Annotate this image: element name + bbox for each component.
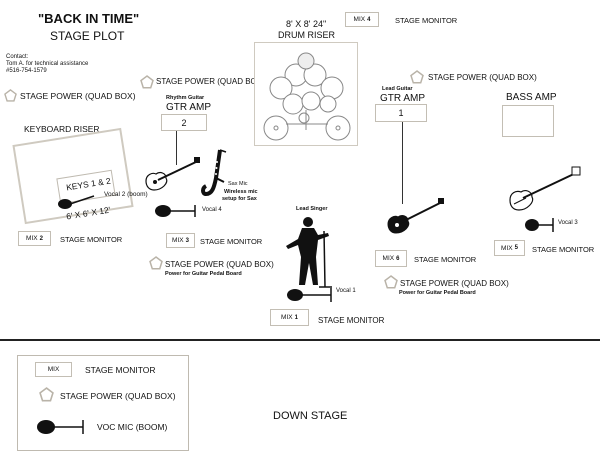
down-stage-label: DOWN STAGE	[273, 410, 348, 422]
sax-note-line2: setup for Sax	[222, 196, 257, 202]
stage-monitor-label: STAGE MONITOR	[414, 255, 477, 264]
mix-label: MIX	[47, 366, 60, 373]
mix-label: MIX	[281, 314, 293, 321]
amp-cable	[402, 122, 403, 204]
stage-monitor-label: STAGE MONITOR	[200, 237, 263, 246]
vocal-1-label: Vocal 1	[336, 288, 356, 294]
vocal-3-label: Vocal 3	[558, 220, 578, 226]
mix-number: 2	[39, 235, 43, 242]
lead-guitar-label: Lead Guitar	[382, 86, 413, 92]
legend-monitor-label: STAGE MONITOR	[85, 365, 156, 375]
drum-riser-label: DRUM RISER	[278, 30, 336, 40]
mix-number: 1	[294, 314, 298, 321]
pentagon-icon	[410, 70, 424, 84]
stage-monitor-label: STAGE MONITOR	[318, 316, 385, 325]
rhythm-gtr-amp: 2	[161, 114, 207, 131]
mix-number: 3	[185, 237, 189, 244]
legend-mix-box: MIX	[35, 362, 72, 377]
guitar-icon	[384, 196, 446, 241]
down-stage-line	[0, 339, 600, 341]
contact-phone: #516-754-1579	[6, 68, 47, 74]
mix-number: 4	[367, 16, 371, 23]
sax-note-line1: Wireless mic	[224, 189, 258, 195]
pedal-power-label: Power for Guitar Pedal Board	[165, 271, 242, 277]
stage-power-label: STAGE POWER (QUAD BOX)	[428, 73, 537, 82]
legend-mic-label: VOC MIC (BOOM)	[97, 422, 168, 432]
pentagon-icon	[4, 89, 17, 102]
pentagon-icon	[140, 75, 154, 89]
singer-silhouette	[284, 215, 339, 295]
stage-monitor-label: STAGE MONITOR	[60, 235, 123, 244]
mic-icon	[525, 216, 559, 239]
pentagon-icon	[384, 275, 398, 289]
mic-icon	[58, 194, 98, 219]
legend-power-label: STAGE POWER (QUAD BOX)	[60, 391, 176, 401]
stage-power-label: STAGE POWER (QUAD BOX)	[400, 279, 509, 288]
mic-icon	[155, 202, 200, 225]
amp-channel: 2	[181, 117, 187, 128]
lead-gtr-amp-label: GTR AMP	[380, 93, 426, 104]
pentagon-icon	[39, 387, 54, 402]
mix-number: 5	[514, 245, 518, 251]
sax-mic-label: Sax Mic	[228, 181, 248, 187]
stage-power-label: STAGE POWER (QUAD BOX)	[165, 260, 274, 269]
drum-riser-size: 8' X 8' 24"	[286, 19, 327, 29]
stage-power-label: STAGE POWER (QUAD BOX)	[156, 77, 265, 86]
bass-guitar-icon	[506, 166, 582, 219]
mix-label: MIX	[172, 237, 184, 244]
mix-label: MIX	[501, 244, 513, 252]
bass-amp-label: BASS AMP	[506, 92, 557, 103]
mix-number: 6	[396, 255, 400, 262]
amp-cable	[176, 131, 177, 165]
mix-label: MIX	[26, 235, 38, 242]
amp-channel: 1	[398, 108, 404, 118]
plot-title: "BACK IN TIME"	[38, 11, 140, 26]
saxophone-icon	[200, 148, 228, 205]
mic-icon	[287, 286, 333, 309]
vocal-2-label: Vocal 2 (boom)	[104, 191, 148, 198]
lead-singer-label: Lead Singer	[296, 206, 328, 212]
vocal-4-label: Vocal 4	[202, 207, 222, 213]
plot-subtitle: STAGE PLOT	[50, 29, 125, 43]
pentagon-icon	[149, 256, 163, 270]
mic-icon	[37, 417, 87, 442]
stage-monitor-label: STAGE MONITOR	[395, 16, 458, 25]
stage-power-label: STAGE POWER (QUAD BOX)	[20, 91, 136, 101]
bass-amp	[502, 105, 554, 137]
lead-gtr-amp: 1	[375, 104, 427, 122]
guitar-icon	[142, 155, 202, 198]
rhythm-gtr-amp-label: GTR AMP	[166, 102, 212, 113]
keyboard-riser-label: KEYBOARD RISER	[24, 124, 100, 134]
pedal-power-label: Power for Guitar Pedal Board	[399, 290, 476, 296]
mix-label: MIX	[382, 255, 395, 262]
stage-monitor-label: STAGE MONITOR	[532, 245, 595, 254]
contact-label: Contact:	[6, 54, 29, 60]
rhythm-guitar-label: Rhythm Guitar	[166, 95, 205, 101]
contact-name: Tom A. for technical assistance	[6, 61, 89, 67]
drum-kit-icon	[256, 48, 356, 149]
mix-label: MIX	[353, 16, 366, 23]
